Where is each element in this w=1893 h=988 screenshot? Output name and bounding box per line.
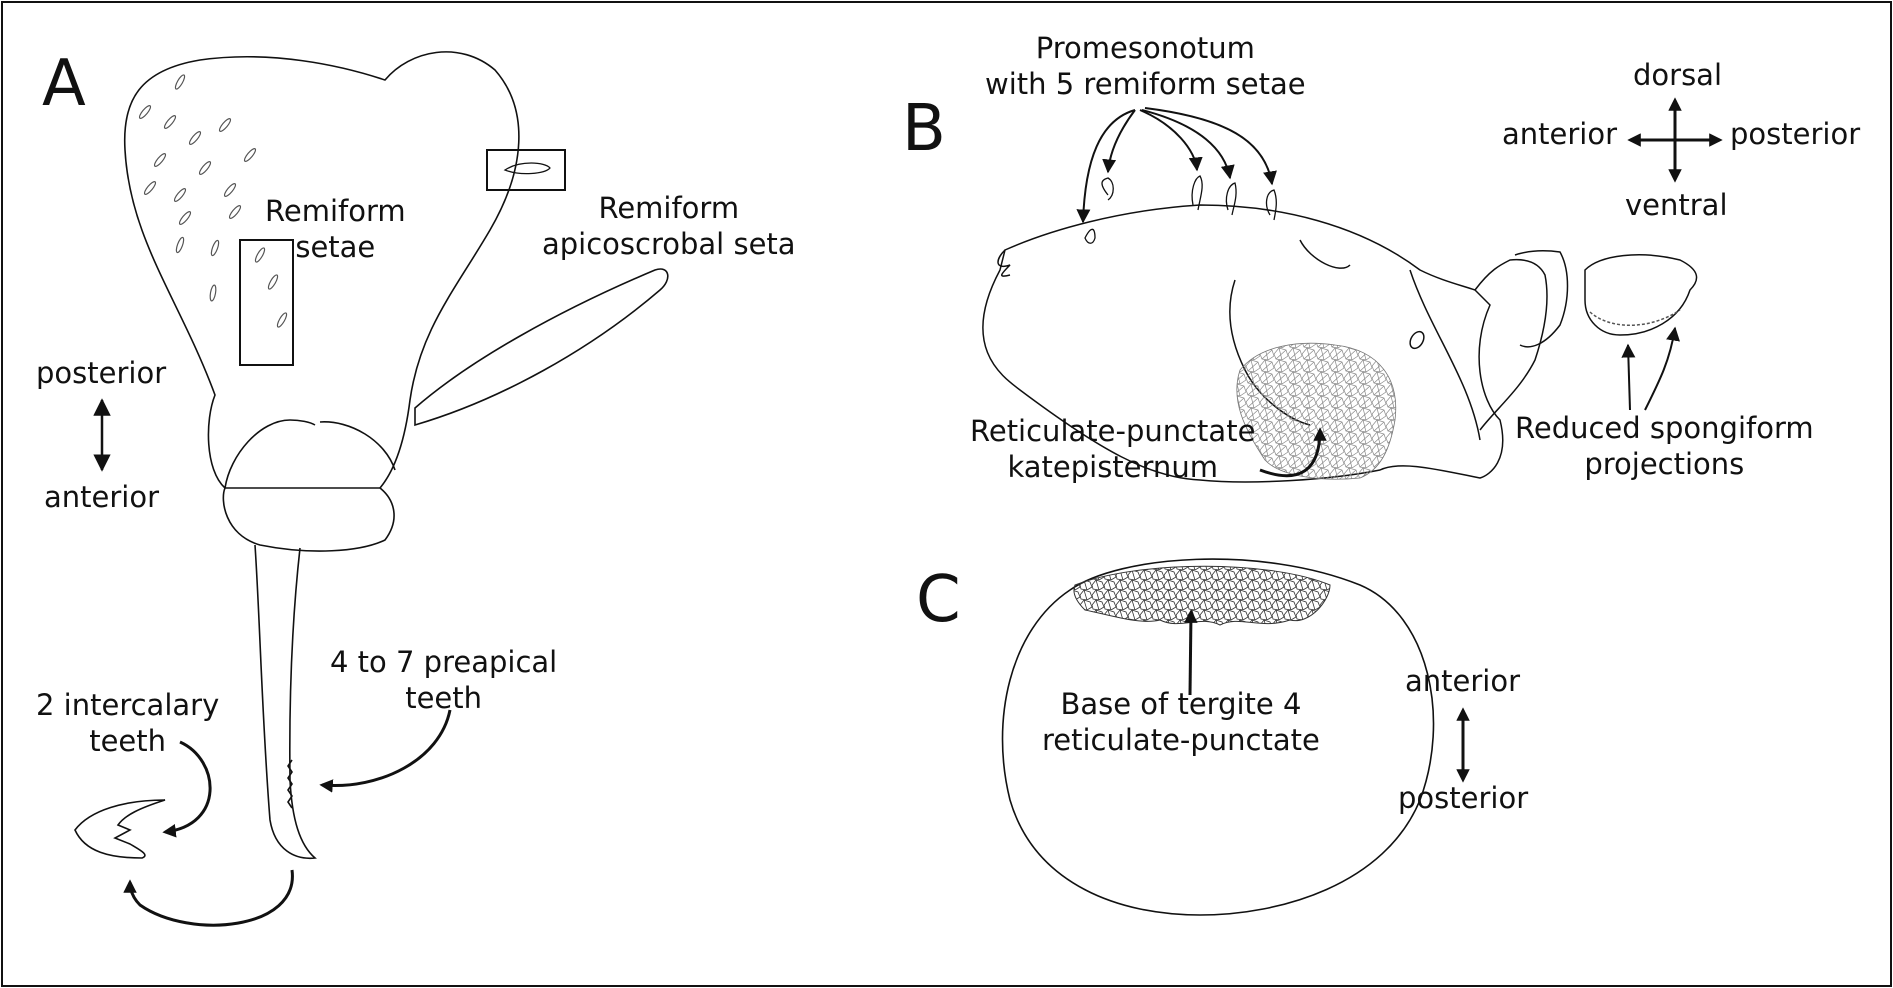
spongiform-arrow-1 — [1621, 343, 1636, 411]
tergite-texture — [1073, 565, 1331, 626]
apicoscrobal-seta — [503, 162, 551, 175]
mandible-arrow — [123, 869, 294, 927]
preapical-teeth-label: 4 to 7 preapical teeth — [330, 645, 558, 715]
preapical-arrow — [319, 709, 452, 793]
compass-posterior: posterior — [1730, 117, 1861, 151]
panel-label-a: A — [42, 47, 86, 121]
remiform-setae-dots — [138, 74, 288, 328]
katepisternum-texture — [1236, 342, 1397, 480]
remiform-apicoscrobal-label: Remiform apicoscrobal seta — [542, 191, 796, 261]
compass-ventral: ventral — [1625, 188, 1728, 222]
promesonotum-label: Promesonotum with 5 remiform setae — [985, 31, 1306, 101]
intercalary-teeth-label: 2 intercalary teeth — [36, 688, 220, 758]
axis-c-anterior: anterior — [1405, 664, 1521, 698]
compass-b — [1627, 97, 1723, 183]
axis-a-posterior: posterior — [36, 356, 167, 390]
katepisternum-label: Reticulate-punctate katepisternum — [970, 414, 1256, 484]
intercalary-tooth-drawing — [74, 799, 166, 859]
intercalary-arrow — [162, 740, 212, 838]
axis-c-posterior: posterior — [1398, 781, 1529, 815]
spongiform-label: Reduced spongiform projections — [1515, 411, 1814, 481]
tergite-label: Base of tergite 4 reticulate-punctate — [1042, 687, 1320, 757]
tergite-arrow — [1184, 609, 1198, 696]
tergite-outline — [1001, 558, 1435, 916]
compass-anterior: anterior — [1502, 117, 1618, 151]
promesonotum-arrows — [1076, 107, 1277, 224]
promesonotum-setae — [1084, 175, 1277, 244]
panel-label-c: C — [916, 563, 961, 637]
remiform-setae-label: Remiform setae — [265, 194, 406, 264]
katepisternum-arrow — [1259, 427, 1327, 478]
panel-label-b: B — [902, 92, 946, 166]
remiform-setae-box — [239, 239, 294, 366]
compass-dorsal: dorsal — [1633, 58, 1723, 92]
panel-a-head — [123, 51, 669, 860]
spongiform-arrow-2 — [1644, 326, 1680, 411]
apicoscrobal-box — [486, 149, 566, 191]
axis-a-anterior: anterior — [44, 480, 160, 514]
